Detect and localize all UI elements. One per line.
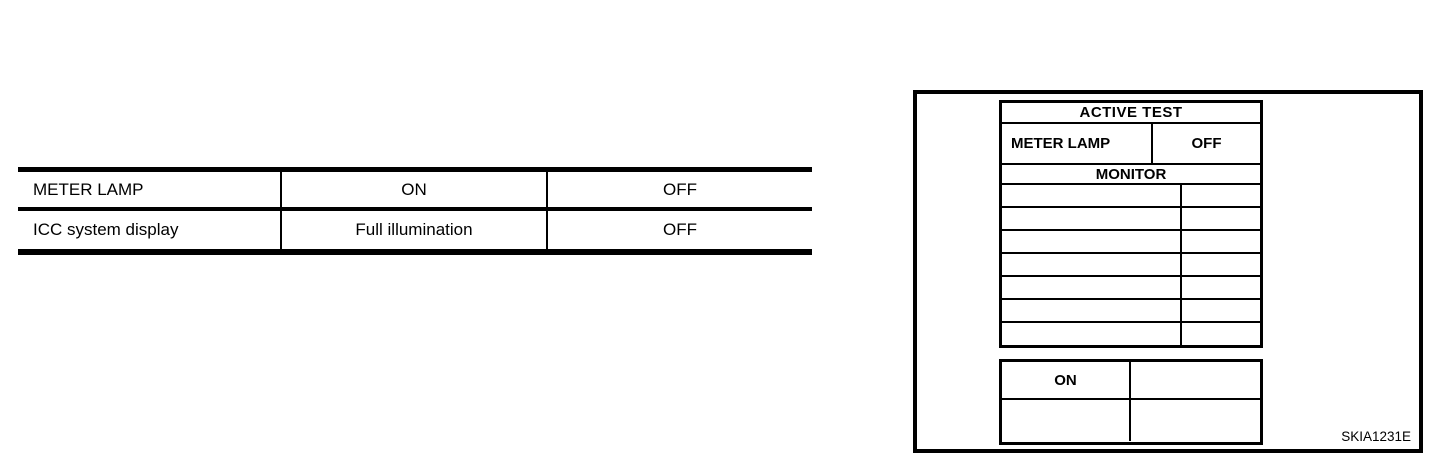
empty-cell (1002, 277, 1182, 298)
monitor-empty-row (1002, 300, 1260, 323)
monitor-title: MONITOR (1002, 165, 1260, 185)
empty-cell (1182, 208, 1260, 229)
empty-cell (1002, 208, 1182, 229)
empty-cell (1131, 362, 1260, 398)
monitor-empty-row (1002, 277, 1260, 300)
empty-cell (1002, 231, 1182, 252)
consult-active-test-figure: ACTIVE TEST METER LAMP OFF MONITOR ON SK… (913, 90, 1423, 453)
empty-cell (1182, 185, 1260, 206)
empty-cell (1002, 323, 1182, 345)
table-row: METER LAMP ON OFF (18, 172, 812, 211)
spec-item-cell: METER LAMP (33, 179, 144, 199)
test-item-row: METER LAMP OFF (1002, 124, 1260, 165)
test-item-value: OFF (1191, 135, 1222, 152)
empty-cell (1131, 400, 1260, 441)
spec-result-cell: OFF (663, 179, 697, 199)
monitor-rows (1002, 185, 1260, 345)
spec-item-cell: ICC system display (33, 220, 179, 239)
empty-cell (1002, 400, 1131, 441)
on-button-row: ON (1002, 362, 1260, 400)
on-button-block: ON (999, 359, 1263, 445)
empty-cell (1182, 277, 1260, 298)
empty-cell (1002, 254, 1182, 275)
monitor-empty-row (1002, 185, 1260, 208)
spec-condition-cell: Full illumination (280, 211, 548, 249)
monitor-empty-row (1002, 208, 1260, 231)
empty-cell (1002, 185, 1182, 206)
empty-cell (1002, 300, 1182, 321)
consult-screen: ACTIVE TEST METER LAMP OFF MONITOR (999, 100, 1263, 348)
figure-code: SKIA1231E (1341, 429, 1411, 444)
empty-cell (1182, 254, 1260, 275)
illumination-spec-table: METER LAMP ON OFF ICC system display Ful… (18, 167, 812, 255)
spec-condition-cell: ON (280, 172, 548, 207)
monitor-empty-row (1002, 254, 1260, 277)
empty-cell (1182, 231, 1260, 252)
monitor-empty-row (1002, 231, 1260, 254)
empty-row (1002, 400, 1260, 441)
empty-cell (1182, 300, 1260, 321)
monitor-empty-row (1002, 323, 1260, 345)
spec-result-cell: OFF (663, 220, 697, 239)
empty-cell (1182, 323, 1260, 345)
table-row: ICC system display Full illumination OFF (18, 211, 812, 249)
test-item-label: METER LAMP (1002, 124, 1153, 163)
on-button-label: ON (1002, 362, 1131, 398)
active-test-title: ACTIVE TEST (1002, 103, 1260, 124)
